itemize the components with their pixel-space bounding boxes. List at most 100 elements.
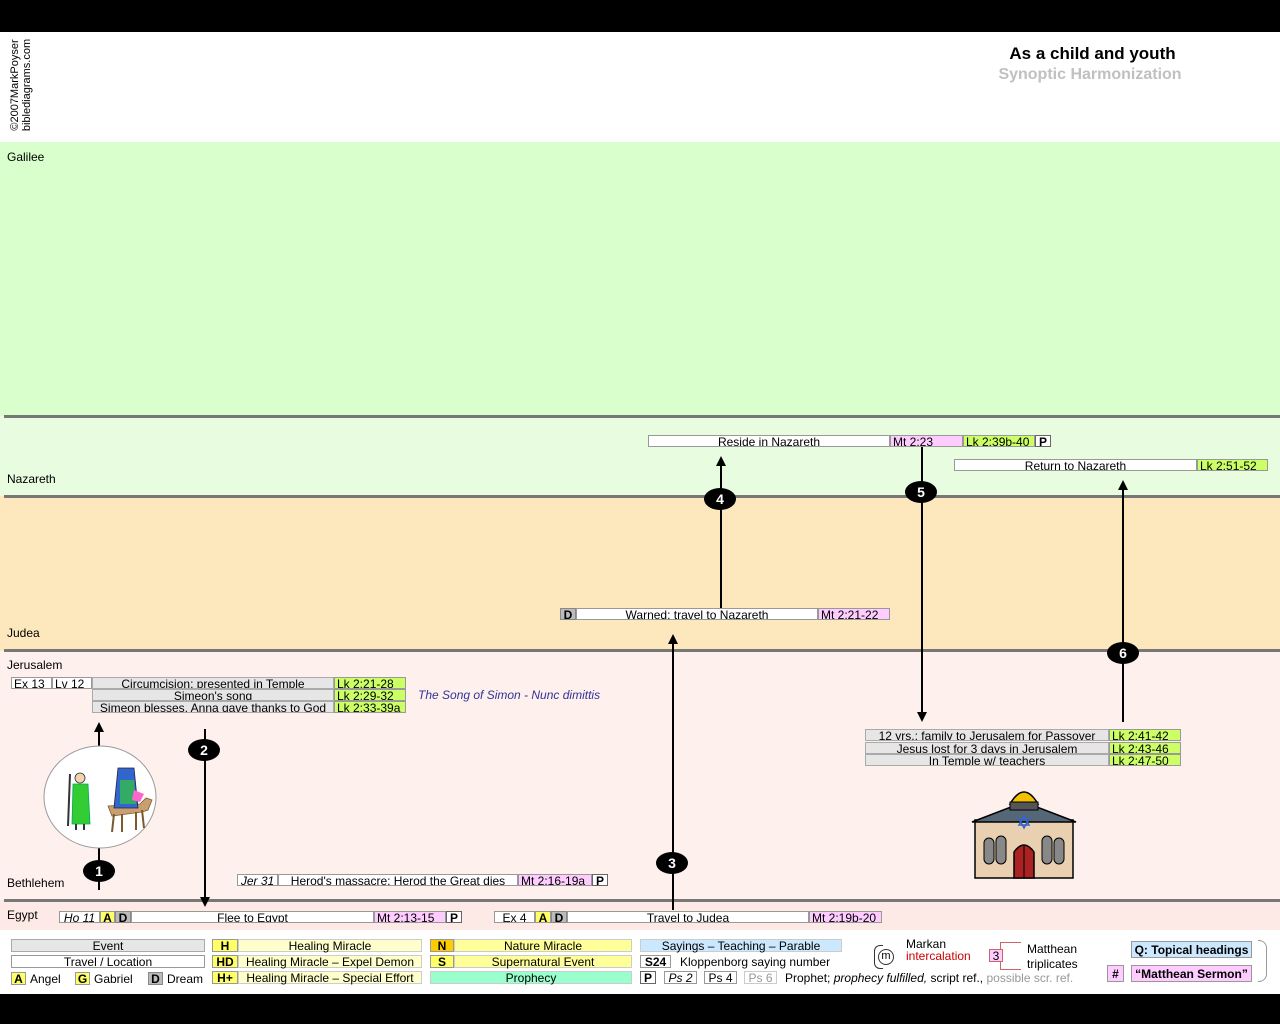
legend-hd-tag: HD: [212, 955, 238, 969]
region-label-nazareth: Nazareth: [7, 472, 56, 486]
legend-gabriel-label: Gabriel: [94, 972, 133, 986]
arrow-2-head: [200, 897, 210, 907]
legend-angel-tag: A: [11, 972, 26, 986]
dream-tag: D: [115, 911, 131, 923]
legend-event: Event: [11, 939, 205, 953]
event-reside-nazareth: Reside in Nazareth: [648, 435, 890, 447]
event-travel-judea: Travel to Judea: [567, 911, 809, 923]
prophet-tag: P: [446, 911, 462, 923]
legend-h-label: Healing Miracle: [238, 939, 422, 953]
region-label-jerusalem: Jerusalem: [7, 658, 63, 672]
legend-n-tag: N: [430, 939, 454, 953]
event-simeon-blesses: Simeon blesses, Anna gave thanks to God: [92, 701, 334, 713]
step-5-marker: 5: [905, 481, 937, 503]
legend-h-tag: H: [212, 939, 238, 953]
arrow-5-head: [917, 712, 927, 722]
dream-tag: D: [560, 608, 576, 620]
ref-lk-2-29-32: Lk 2:29-32: [334, 689, 406, 701]
legend-sayings: Sayings – Teaching – Parable: [640, 939, 842, 953]
arrow-4-line: [720, 466, 722, 608]
divider-galilee-nazareth: [4, 415, 1280, 418]
copyright-block: ©2007MarkPoyser biblediagrams.com: [2, 34, 33, 140]
page-subtitle: Synoptic Harmonization: [998, 66, 1182, 83]
arrow-3-line: [672, 644, 674, 910]
event-flee-egypt: Flee to Egypt: [131, 911, 374, 923]
legend-dream-tag: D: [148, 972, 163, 986]
legend-ps6: Ps 6: [744, 971, 777, 985]
legend-angel-label: Angel: [30, 972, 61, 986]
arrow-5-line: [921, 447, 923, 712]
arrow-4-head: [716, 456, 726, 466]
legend-prophecy: Prophecy: [430, 971, 632, 985]
ref-mt-2-13-15: Mt 2:13-15: [374, 911, 446, 923]
ref-lk-2-21-28: Lk 2:21-28: [334, 677, 406, 689]
region-judea: [0, 496, 1280, 651]
legend-gabriel-tag: G: [75, 972, 90, 986]
legend-prophet-1: Prophet;: [785, 971, 831, 985]
legend-hplus-tag: H+: [212, 971, 238, 985]
event-circumcision: Circumcision; presented in Temple: [92, 677, 334, 689]
region-label-galilee: Galilee: [7, 150, 45, 164]
ref-lk-2-47-50: Lk 2:47-50: [1109, 754, 1181, 766]
ref-mt-2-21-22: Mt 2:21-22: [818, 608, 890, 620]
arrow-3-head: [668, 634, 678, 644]
song-of-simon-caption: The Song of Simon - Nunc dimittis: [418, 688, 601, 702]
legend-s-tag: S: [430, 955, 454, 969]
markan-m-circle: m: [878, 949, 894, 965]
prophet-tag: P: [1035, 435, 1051, 447]
holy-family-illustration: [43, 745, 157, 849]
website-text: biblediagrams.com: [21, 38, 33, 132]
legend-markan-2: intercalation: [906, 949, 971, 963]
legend-p-tag: P: [640, 971, 656, 985]
legend-prophet-text: Prophet; prophecy fulfilled, script ref.…: [785, 972, 1073, 985]
legend-hd-label: Healing Miracle – Expel Demon: [238, 955, 422, 969]
ot-ref-ex-13: Ex 13: [11, 677, 52, 689]
legend-triplicate-num: 3: [989, 949, 1003, 963]
ref-lk-2-51-52: Lk 2:51-52: [1197, 459, 1268, 471]
region-label-judea: Judea: [7, 626, 40, 640]
markan-bracket: [874, 945, 883, 969]
legend-hplus-label: Healing Miracle – Special Effort: [238, 971, 422, 985]
event-simeon-song: Simeon's song: [92, 689, 334, 701]
ot-ref-ex-4: Ex 4: [494, 911, 535, 923]
arrow-2-line: [204, 729, 206, 899]
legend-right-bracket: [1258, 940, 1267, 982]
legend-triplicate-bracket: [1000, 942, 1021, 970]
event-twelve-years: 12 yrs.; family to Jerusalem for Passove…: [865, 729, 1109, 741]
legend-sermon-tag: #: [1107, 965, 1124, 982]
event-warned-travel-nazareth: Warned; travel to Nazareth: [576, 608, 818, 620]
ot-ref-ho-11: Ho 11: [59, 911, 100, 923]
legend-dream-label: Dream: [167, 972, 204, 986]
ref-mt-2-23: Mt 2:23: [890, 435, 963, 447]
prophet-tag: P: [592, 874, 608, 886]
ref-lk-2-41-42: Lk 2:41-42: [1109, 729, 1181, 741]
step-3-marker: 3: [656, 852, 688, 874]
legend-prophet-3: script ref.,: [930, 971, 984, 985]
ref-lk-2-33-39a: Lk 2:33-39a: [334, 701, 406, 713]
legend-prophet-2: prophecy fulfilled,: [833, 971, 928, 985]
star-of-david-icon: [1017, 814, 1031, 830]
legend-topical-headings: Q: Topical headings: [1131, 941, 1252, 958]
legend-s24-label: Kloppenborg saying number: [680, 955, 831, 969]
event-jesus-lost: Jesus lost for 3 days in Jerusalem: [865, 742, 1109, 754]
temple-illustration: [971, 791, 1077, 879]
mary-figure: [113, 767, 144, 809]
copyright-text: ©2007MarkPoyser: [9, 39, 21, 131]
legend-s-label: Supernatural Event: [454, 955, 632, 969]
step-1-marker: 1: [83, 860, 115, 882]
dream-tag: D: [551, 911, 567, 923]
step-2-marker: 2: [188, 739, 220, 761]
event-temple-teachers: In Temple w/ teachers: [865, 754, 1109, 766]
step-6-marker: 6: [1107, 642, 1139, 664]
angel-tag: A: [100, 911, 115, 923]
legend-travel-location: Travel / Location: [11, 955, 205, 969]
legend-matthean-2: triplicates: [1027, 957, 1078, 971]
region-nazareth: [0, 416, 1280, 496]
divider-nazareth-judea: [4, 495, 1280, 498]
legend-matthean-sermon: “Matthean Sermon”: [1131, 965, 1252, 982]
legend-prophet-4: possible scr. ref.: [986, 971, 1074, 985]
region-label-egypt: Egypt: [7, 908, 38, 922]
divider-bethlehem-egypt: [4, 899, 1280, 902]
legend-matthean-1: Matthean: [1027, 942, 1078, 956]
arrow-6-head: [1118, 480, 1128, 490]
